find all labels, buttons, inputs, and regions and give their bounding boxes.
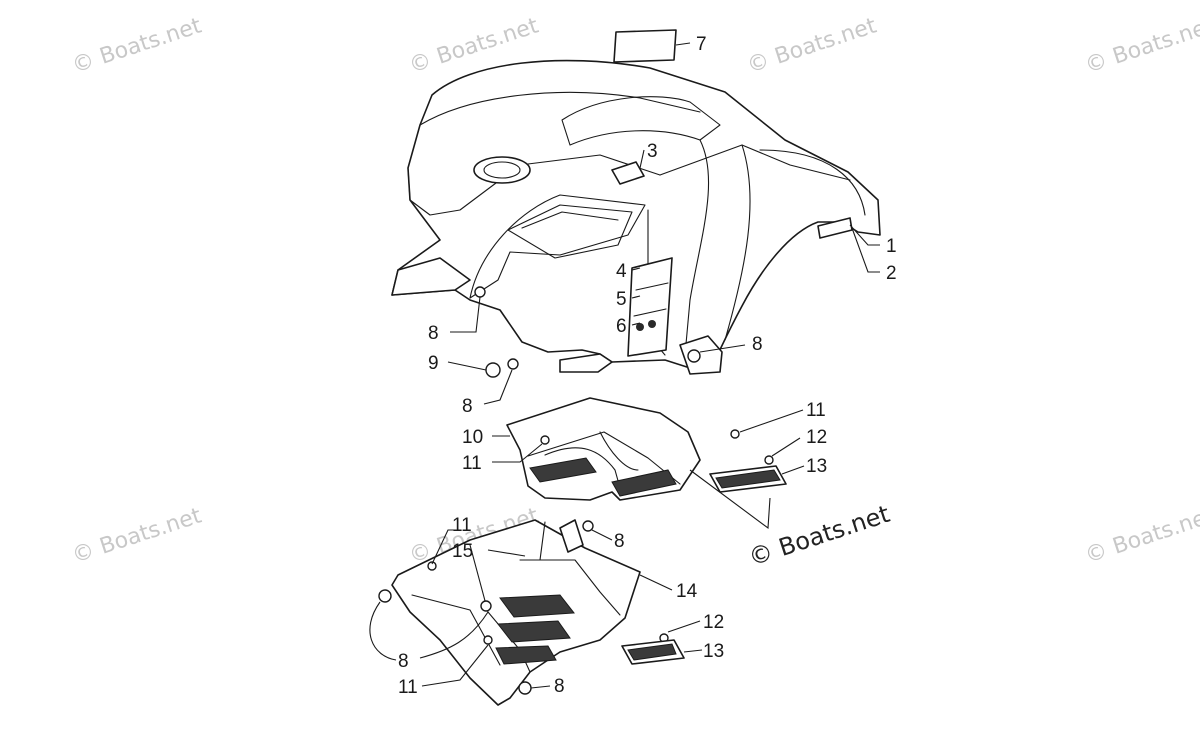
nut-8-right — [687, 349, 701, 363]
callout-3: 3 — [647, 141, 658, 162]
screw-12 — [764, 455, 774, 465]
screw-11-right — [730, 429, 740, 439]
warning-label-4-5-6 — [627, 257, 673, 357]
footrest-13-lower — [621, 639, 685, 665]
callout-11: 11 — [452, 515, 472, 536]
callout-12: 12 — [806, 427, 827, 448]
callout-12: 12 — [703, 612, 724, 633]
callout-10: 10 — [462, 427, 483, 448]
nut-8 — [507, 358, 519, 370]
callout-14: 14 — [676, 581, 698, 602]
callout-1: 1 — [886, 236, 897, 257]
callout-13: 13 — [703, 641, 724, 662]
callout-8: 8 — [398, 651, 409, 672]
reflector-1-2 — [817, 217, 853, 239]
screw-11-lower — [427, 561, 437, 571]
watermark: © Boats.net — [1082, 503, 1200, 568]
callout-15: 15 — [452, 541, 473, 562]
callout-2: 2 — [886, 263, 897, 284]
footwell-10 — [506, 397, 701, 501]
nut-8-mid — [480, 600, 492, 612]
callout-9: 9 — [428, 353, 439, 374]
nut-8-left — [378, 589, 392, 603]
callout-8: 8 — [462, 396, 473, 417]
screw-11-bottom — [483, 635, 493, 645]
decal-3 — [611, 161, 645, 185]
watermark: © Boats.net — [744, 13, 880, 78]
nut-8-bottom — [518, 681, 532, 695]
footrest-13 — [709, 465, 787, 493]
watermark: © Boats.net — [69, 13, 205, 78]
washer-8 — [474, 286, 486, 298]
footwell-14 — [391, 519, 641, 706]
screw-11 — [540, 435, 550, 445]
callout-8: 8 — [614, 531, 625, 552]
nut-8-lower — [582, 520, 594, 532]
callout-4: 4 — [616, 261, 627, 282]
callouts: 7 3 1 2 4 5 6 8 8 9 8 10 11 11 12 13 11 … — [398, 34, 897, 698]
brand-watermark: © Boats.net — [745, 500, 893, 572]
decal-7 — [613, 29, 677, 63]
callout-8: 8 — [554, 676, 565, 697]
push-rivet-9 — [485, 362, 501, 378]
leader-lines — [369, 42, 880, 689]
watermark: © Boats.net — [1082, 13, 1200, 78]
callout-11: 11 — [462, 453, 482, 474]
rear-fender — [391, 59, 881, 375]
watermark: © Boats.net — [69, 503, 205, 568]
callout-7: 7 — [696, 34, 707, 55]
callout-8: 8 — [428, 323, 439, 344]
callout-11: 11 — [398, 677, 418, 698]
callout-11: 11 — [806, 400, 826, 421]
callout-5: 5 — [616, 289, 627, 310]
callout-8: 8 — [752, 334, 763, 355]
callout-13: 13 — [806, 456, 827, 477]
callout-6: 6 — [616, 316, 627, 337]
